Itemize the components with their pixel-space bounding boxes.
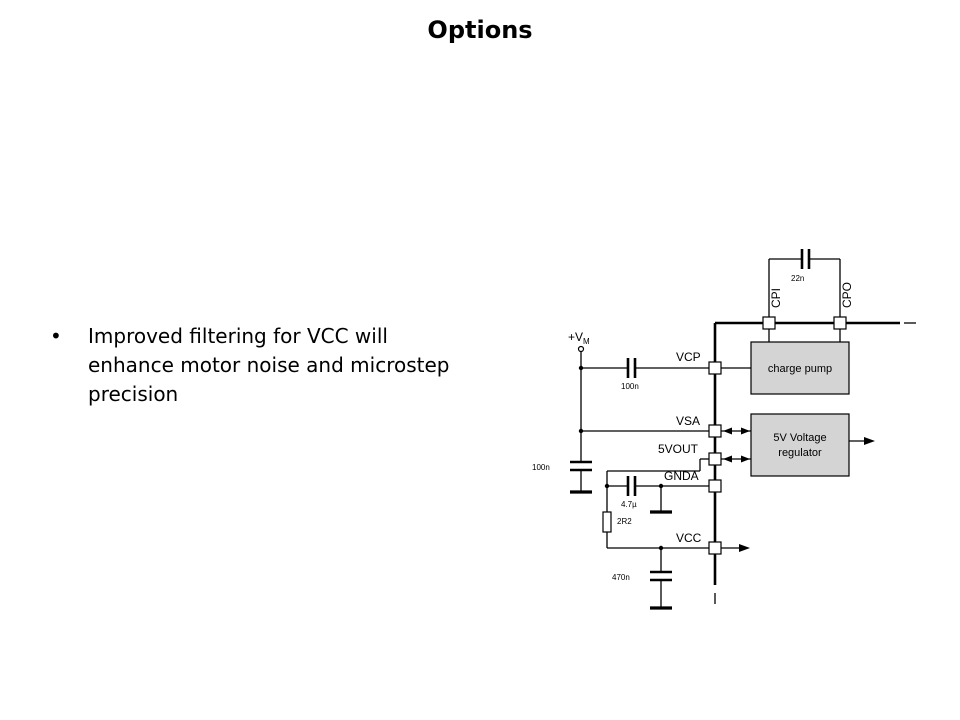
arrow-left-icon (723, 427, 732, 435)
gnda-capacitor: 4.7µ (604, 459, 709, 514)
vcc-filter-resistor: 2R2 (602, 511, 709, 549)
cap-22n-label: 22n (791, 274, 804, 283)
cap-gnda-label: 4.7µ (621, 500, 637, 509)
arrow-left-icon (723, 455, 732, 463)
svg-text:+VM: +VM (568, 330, 590, 346)
cap-vm-label: 100n (532, 463, 550, 472)
5vout-label: 5VOUT (658, 442, 699, 456)
voltage-regulator-block (750, 413, 850, 477)
vcc-label: VCC (676, 531, 702, 545)
charge-pump-capacitor: 22n (768, 249, 841, 317)
vcp-label: VCP (676, 350, 701, 364)
bullet-item: • Improved filtering for VCC will enhanc… (50, 322, 470, 409)
arrow-right-icon (739, 544, 750, 552)
pin-gnda (708, 479, 722, 493)
vcc-filter-capacitor: 470n (612, 545, 672, 610)
slide-title: Options (427, 16, 533, 44)
bullet-text: Improved filtering for VCC will enhance … (88, 324, 450, 406)
regulator-label-line1: 5V Voltage (773, 432, 826, 444)
pin-vsa (708, 424, 722, 438)
arrow-right-icon (741, 427, 750, 435)
bullet-list: • Improved filtering for VCC will enhanc… (50, 322, 470, 409)
cpo-label: CPO (840, 282, 854, 308)
cap-vcp-label: 100n (621, 382, 639, 391)
arrow-right-icon (864, 437, 875, 445)
resistor-label: 2R2 (617, 517, 632, 526)
pin-5vout (708, 452, 722, 466)
arrow-right-icon (741, 455, 750, 463)
vsa-label: VSA (676, 414, 700, 428)
pin-cpo (833, 316, 847, 330)
supply-label: +V (568, 330, 583, 344)
pin-vcc (708, 541, 722, 555)
vm-filter-capacitor: 100n (532, 460, 592, 494)
bullet-marker: • (50, 324, 62, 348)
charge-pump-label: charge pump (768, 363, 832, 375)
supply-terminal: +VM (568, 330, 590, 353)
cap-vcc-label: 470n (612, 573, 630, 582)
cpi-label: CPI (769, 288, 783, 308)
pin-vcp (708, 361, 722, 375)
pin-cpi (762, 316, 776, 330)
regulator-label-line2: regulator (778, 447, 822, 459)
supply-subscript: M (583, 337, 590, 346)
gnda-label: GNDA (664, 469, 699, 483)
charge-pump-block (750, 341, 850, 395)
vcp-capacitor: 100n (581, 358, 709, 391)
